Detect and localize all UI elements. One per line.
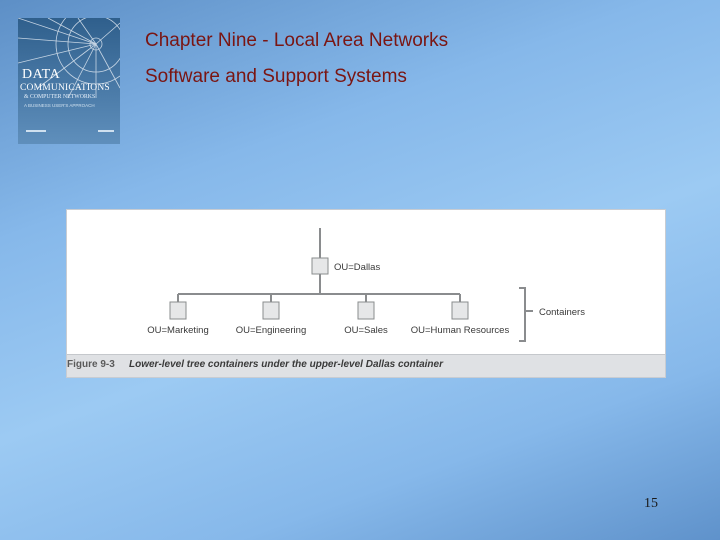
tree-diagram-figure: OU=Dallas OU=Marketing OU=Engineering OU… [66,209,666,378]
cover-divider [26,130,46,132]
book-cover-image: DATA COMMUNICATIONS & COMPUTER NETWORKS … [18,18,120,144]
slide-title: Chapter Nine - Local Area Networks [145,30,449,51]
root-node-label: OU=Dallas [334,262,380,273]
child-node-label: OU=Marketing [147,325,209,336]
child-node-label: OU=Sales [344,325,388,336]
figure-caption: Figure 9-3 Lower-level tree containers u… [67,354,665,377]
page-number: 15 [644,496,658,511]
book-title-line3: & COMPUTER NETWORKS [24,94,96,100]
book-title-line2: COMMUNICATIONS [20,83,110,93]
book-edition: A BUSINESS USER'S APPROACH [24,103,95,108]
caption-text: Lower-level tree containers under the up… [129,359,443,370]
caption-number: Figure 9-3 [67,359,115,370]
slide-subtitle: Software and Support Systems [145,66,407,87]
wheel-icon [18,18,120,99]
cover-divider [98,130,114,132]
containers-label: Containers [539,307,585,318]
child-node-label: OU=Human Resources [411,325,510,336]
root-node-box [311,257,329,275]
containers-bracket [519,287,526,342]
child-node-box [451,301,469,320]
child-node-box [169,301,187,320]
child-node-box [262,301,280,320]
child-node-label: OU=Engineering [236,325,307,336]
tree-diagram: OU=Dallas OU=Marketing OU=Engineering OU… [147,228,585,342]
child-node-box [357,301,375,320]
book-title-line1: DATA [22,67,61,82]
